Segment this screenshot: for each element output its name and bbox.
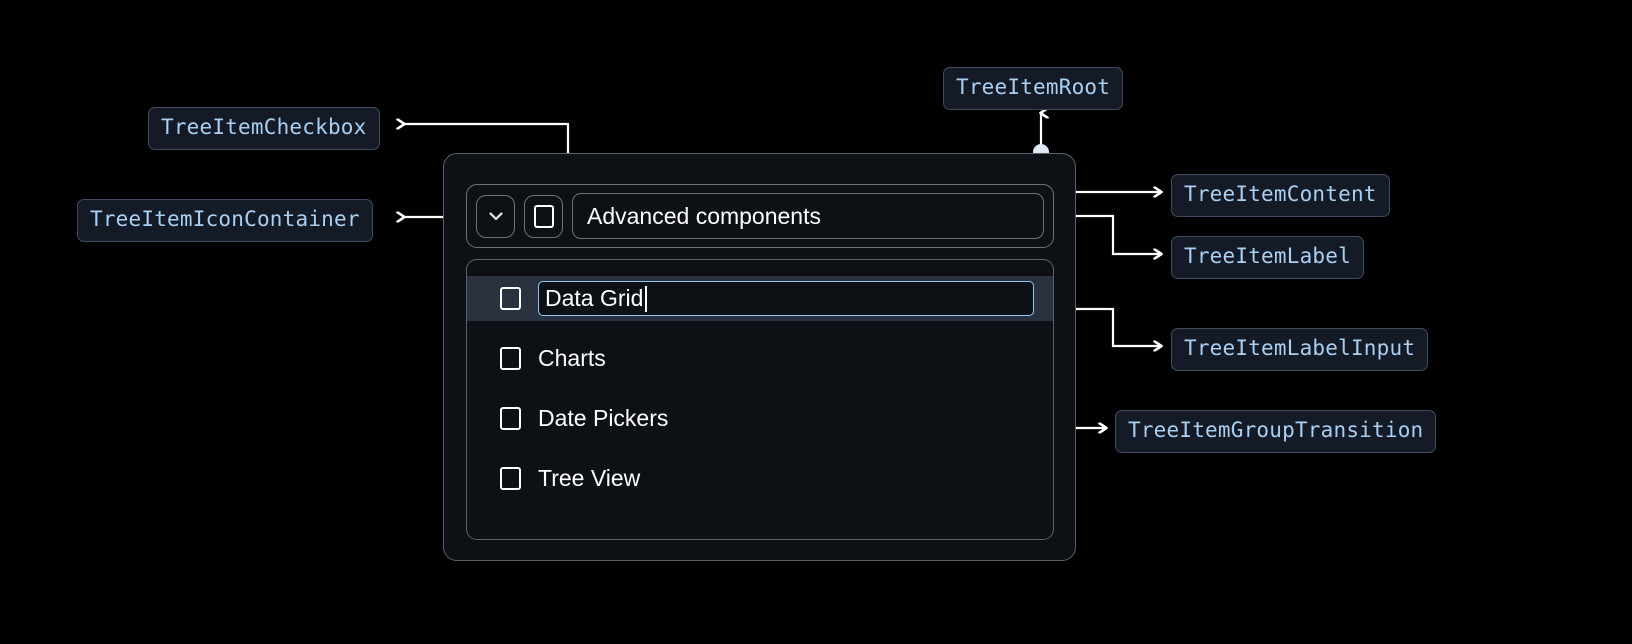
- annotation-chip-tree-item-root: TreeItemRoot: [943, 67, 1124, 110]
- tree-item-icon-container[interactable]: [476, 194, 515, 238]
- tree-item-label: Tree View: [538, 465, 641, 491]
- checkbox-unchecked-icon[interactable]: [500, 287, 521, 310]
- tree-item-label-input[interactable]: Data Grid: [538, 281, 1034, 316]
- tree-item-label: Charts: [538, 345, 606, 371]
- chevron-down-icon: [484, 204, 508, 228]
- tree-item-row-date-pickers[interactable]: Date Pickers: [467, 396, 1053, 441]
- tree-item-label[interactable]: Advanced components: [572, 193, 1044, 239]
- tree-item-root[interactable]: Advanced components Data Grid Charts Dat…: [443, 153, 1076, 561]
- tree-item-row-editing[interactable]: Data Grid: [467, 276, 1053, 321]
- tree-item-row-tree-view[interactable]: Tree View: [467, 456, 1053, 501]
- checkbox-unchecked-icon: [533, 204, 554, 228]
- tree-item-row-charts[interactable]: Charts: [467, 336, 1053, 381]
- checkbox-unchecked-icon[interactable]: [500, 347, 521, 370]
- annotation-chip-tree-item-label-input: TreeItemLabelInput: [1171, 328, 1429, 371]
- text-caret: [645, 285, 648, 312]
- annotation-chip-tree-item-checkbox: TreeItemCheckbox: [148, 107, 380, 150]
- checkbox-unchecked-icon[interactable]: [500, 407, 521, 430]
- label-input-value: Data Grid: [545, 285, 644, 311]
- annotation-chip-tree-item-group-transition: TreeItemGroupTransition: [1115, 410, 1437, 453]
- tree-item-label: Date Pickers: [538, 405, 669, 431]
- tree-item-group-transition: Data Grid Charts Date Pickers Tree View: [466, 259, 1054, 540]
- annotation-chip-tree-item-content: TreeItemContent: [1171, 174, 1390, 217]
- tree-item-content[interactable]: Advanced components: [466, 184, 1054, 248]
- annotation-chip-tree-item-label: TreeItemLabel: [1171, 236, 1364, 279]
- tree-item-checkbox[interactable]: [524, 194, 563, 238]
- checkbox-unchecked-icon[interactable]: [500, 467, 521, 490]
- annotation-chip-tree-item-icon-container: TreeItemIconContainer: [77, 199, 373, 242]
